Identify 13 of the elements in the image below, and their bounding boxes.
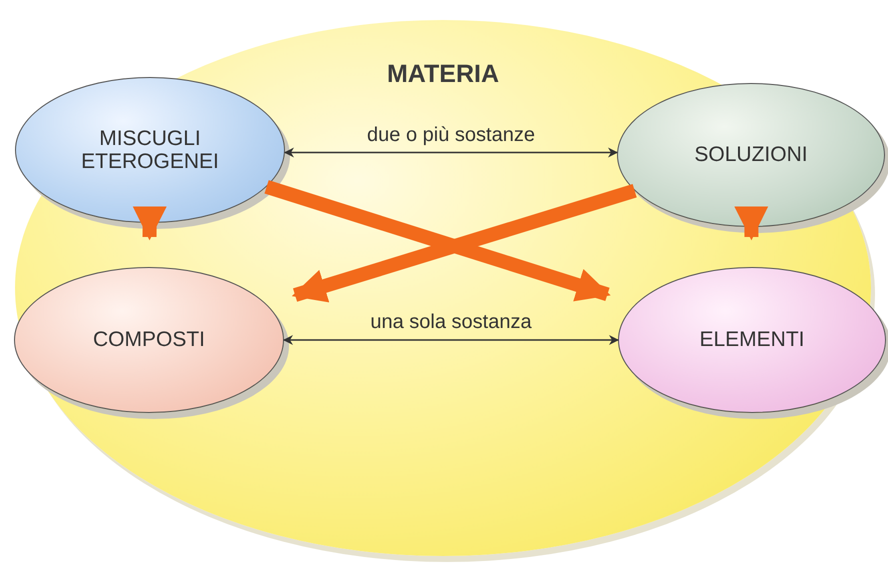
edge-label: una sola sostanza bbox=[369, 311, 533, 334]
double-arrow bbox=[283, 335, 619, 345]
group-heading: MATERIA bbox=[386, 60, 500, 89]
thick-arrow bbox=[292, 184, 637, 302]
thick-arrow bbox=[264, 180, 611, 302]
edge-label: due o più sostanze bbox=[366, 124, 536, 146]
double-arrow bbox=[284, 148, 618, 158]
node-label: COMPOSTI bbox=[92, 328, 205, 352]
thick-arrow bbox=[734, 206, 768, 240]
thick-arrow bbox=[132, 206, 167, 240]
node-label: SOLUZIONI bbox=[694, 143, 808, 167]
node-label: ELEMENTI bbox=[699, 328, 805, 352]
node-label: MISCUGLI ETEROGENEI bbox=[80, 126, 220, 174]
